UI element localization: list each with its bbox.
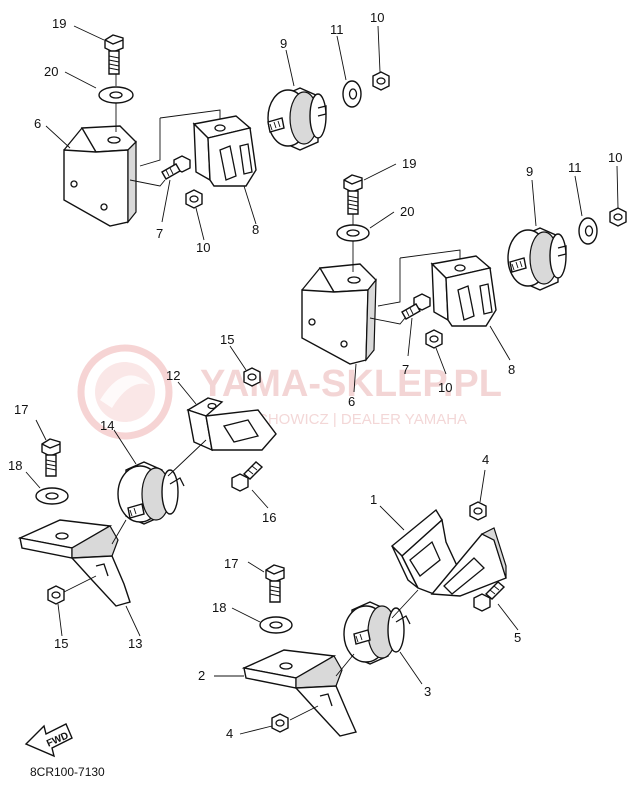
callout-9-a: 9 [280,36,287,51]
bracket-13 [17,519,131,607]
callout-4-lower: 4 [226,726,233,741]
bolt-19-a [104,34,124,75]
callout-19-b: 19 [402,156,416,171]
callout-15-upper: 15 [220,332,234,347]
bolt-19-b [343,174,363,215]
diagram-code: 8CR100-7130 [30,765,105,779]
callout-16: 16 [262,510,276,525]
callout-10-b-upper: 10 [608,150,622,165]
callout-13: 13 [128,636,142,651]
damper-9-b [507,227,567,291]
assembly-group-c [17,345,277,637]
nut-15-c-lower [47,585,65,605]
guide-line-d [289,589,419,721]
callout-8-a: 8 [252,222,259,237]
nut-15-c-upper [243,367,261,387]
washer-20-b [336,224,370,242]
leader-lines-b [353,163,619,393]
assembly-group-d [214,469,519,737]
callout-20-b: 20 [400,204,414,219]
nut-10-a-upper [372,71,390,91]
watermark-logo-mark [100,375,150,408]
bolt-17-c [41,438,61,477]
callout-10-a-lower: 10 [196,240,210,255]
washer-11-b [578,217,598,245]
guide-line-a3 [129,179,166,187]
callout-7-b: 7 [402,362,409,377]
bracket-12 [186,397,277,452]
callout-4-upper: 4 [482,452,489,467]
callout-12: 12 [166,368,180,383]
callout-7-a: 7 [156,226,163,241]
callout-10-a-upper: 10 [370,10,384,25]
guide-line-b3 [369,317,406,325]
damper-14 [117,461,185,525]
callout-20-a: 20 [44,64,58,79]
bolt-7-b [401,293,431,320]
bracket-2 [241,649,357,737]
bolt-17-d [265,564,285,603]
watermark-logo-ring [77,344,173,440]
nut-10-a-lower [185,189,203,209]
washer-18-c [35,487,69,505]
washer-11-a [342,80,362,108]
callout-labels: 19 20 6 7 10 8 9 11 10 19 20 6 7 10 8 9 … [8,10,622,741]
callout-14: 14 [100,418,114,433]
washer-20-a [98,86,134,104]
bracket-6-b [301,263,377,365]
callout-8-b: 8 [508,362,515,377]
bracket-6-a [63,125,137,227]
callout-5: 5 [514,630,521,645]
nut-10-b-upper [609,207,627,227]
leader-lines-a [45,25,381,241]
leader-lines-c [25,345,269,637]
callout-6-a: 6 [34,116,41,131]
watermark-logo-core [95,362,155,422]
callout-17-c: 17 [14,402,28,417]
guide-line-c [63,439,207,593]
bolt-5 [473,581,506,612]
watermark-subtitle: ECHOWICZ | DEALER YAMAHA [247,411,467,428]
assembly-group-b [301,163,627,393]
bracket-1 [390,508,507,597]
damper-9-a [267,87,327,151]
bracket-8-b [430,255,497,327]
callout-2: 2 [198,668,205,683]
callout-11-b: 11 [568,160,582,175]
assembly-group-a [45,25,390,241]
nut-4-d-upper [469,501,487,521]
callout-17-d: 17 [224,556,238,571]
callout-19-a: 19 [52,16,66,31]
leader-lines-d [214,469,519,735]
nut-4-d-lower [271,713,289,733]
callout-11-a: 11 [330,22,344,37]
callout-9-b: 9 [526,164,533,179]
callout-18-c: 18 [8,458,22,473]
callout-10-b-lower: 10 [438,380,452,395]
nut-10-b-lower [425,329,443,349]
bolt-7-a [161,155,191,180]
damper-3 [343,601,411,665]
callout-6-b: 6 [348,394,355,409]
callout-18-d: 18 [212,600,226,615]
callout-15-lower: 15 [54,636,68,651]
bolt-16 [231,461,264,492]
callout-1: 1 [370,492,377,507]
fwd-arrow-icon: FWD [24,723,73,758]
washer-18-d [259,616,293,634]
bracket-8-a [192,115,257,187]
callout-3: 3 [424,684,431,699]
